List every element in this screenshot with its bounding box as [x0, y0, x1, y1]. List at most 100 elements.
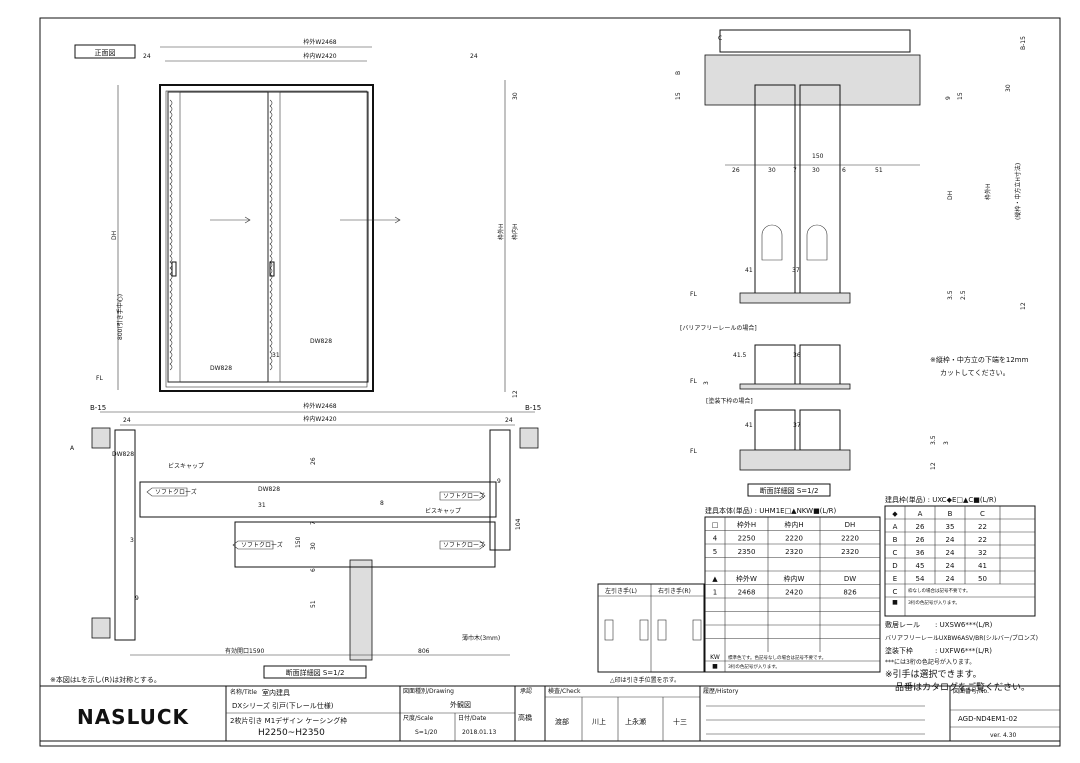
date-value: 2018.01.13	[462, 729, 497, 736]
screw-cap-label: ビスキャップ	[168, 462, 204, 470]
dim-30: 30	[310, 542, 317, 550]
dim-b: B	[675, 71, 682, 75]
dim-3-5: 3.5	[930, 435, 937, 445]
field-label: 図面番号/No.	[953, 688, 989, 695]
body-table-title: 建具本体(単品) : UHM1E□▲NKW■(L/R)	[705, 506, 837, 515]
dim-dh: DH	[947, 191, 954, 200]
table-cell: 2320	[841, 548, 859, 556]
table-cell: 枠内W	[784, 574, 805, 583]
color-label: ■	[712, 663, 718, 670]
dim-outer-w: 枠外W2468	[303, 402, 336, 410]
cut-note: ※縦枠・中方立の下端を12mm	[930, 355, 1029, 364]
dim-30: 30	[812, 167, 820, 174]
handle-position-box: 左引き手(L) 右引き手(R) △印は引き手位置を示す。	[597, 583, 705, 684]
dim-24: 24	[470, 53, 478, 60]
table-cell: 24	[946, 549, 955, 557]
symmetry-note: ※本図はLを示し(R)は対称とする。	[50, 675, 161, 684]
dim-36: 36	[793, 352, 801, 359]
rail-label: 塗装下枠	[885, 646, 913, 655]
vertical-section: C B B-15 15 9 15 30 150 26 30 7 30 6 51 …	[675, 29, 1029, 497]
dim-15: 15	[957, 92, 964, 100]
dim-note: (縦枠・中方立H寸法)	[1014, 163, 1022, 220]
table-cell: 32	[978, 549, 987, 557]
dim-41: 41	[745, 267, 753, 274]
dim-9: 9	[945, 96, 952, 100]
dim-inner-w: 枠内W2420	[303, 52, 336, 60]
table-cell: 2250	[738, 535, 756, 543]
rail-notes: 敷居レール : UXSW6***(L/R) バリアフリーレール : UXBW6A…	[885, 620, 1038, 693]
color-label: ■	[892, 599, 898, 606]
table-cell: C	[893, 549, 898, 557]
frame-table-title: 建具枠(単品) : UXC◆E□▲C■(L/R)	[885, 495, 997, 504]
dim-outer-w: 枠外W2468	[303, 38, 336, 46]
wave-pattern	[269, 99, 273, 371]
dim-b15: B-15	[525, 404, 541, 412]
table-cell: 54	[916, 575, 925, 583]
baseboard-label: 薄巾木(3mm)	[462, 634, 500, 642]
rail-label: バリアフリーレール	[885, 635, 939, 642]
dim-b15: B-15	[90, 404, 106, 412]
color-note: 3桁の色記号が入ります。	[908, 599, 960, 606]
dim-37: 37	[792, 267, 800, 274]
table-cell: □	[712, 521, 719, 529]
table-cell: 1	[713, 589, 717, 597]
table-cell: E	[893, 575, 897, 583]
fl-mark: FL	[96, 375, 103, 382]
title-line: DXシリーズ 引戸(下レール仕様)	[232, 701, 334, 710]
door-section	[754, 84, 796, 301]
dim-b15: B-15	[1020, 36, 1027, 50]
table-cell: ◆	[892, 510, 898, 518]
table-cell: B	[893, 536, 898, 544]
middle-post	[349, 559, 373, 661]
color-note: ***には3桁の色記号が入ります。	[885, 658, 975, 666]
table-cell: 826	[843, 589, 857, 597]
field-label: 尺度/Scale	[403, 714, 433, 722]
table-cell: 2320	[785, 548, 803, 556]
dim-150: 150	[295, 536, 302, 548]
fl-mark: FL	[690, 448, 697, 455]
dim-dw-left: DW828	[210, 365, 232, 372]
field-label: 履歴/History	[703, 688, 739, 695]
table-cell: 4	[713, 535, 718, 543]
dim-12: 12	[930, 462, 937, 470]
field-label: 名称/Title	[230, 688, 257, 696]
fl-mark: FL	[690, 291, 697, 298]
screw-cap-label: ビスキャップ	[425, 507, 461, 515]
dim-3: 3	[130, 537, 134, 544]
field-label: 検査/Check	[548, 687, 581, 695]
kw-label: KW	[710, 654, 720, 661]
cut-note: カットしてください。	[940, 369, 1010, 377]
approver: 高橋	[518, 713, 532, 722]
right-handle-label: 右引き手(R)	[658, 587, 691, 595]
wave-pattern	[169, 99, 173, 371]
dim-24: 24	[143, 53, 151, 60]
table-cell: D	[892, 562, 897, 570]
dim-24: 24	[505, 417, 513, 424]
dim-opening: 有効開口1590	[225, 647, 264, 655]
rail-value: : UXFW6***(L/R)	[935, 647, 992, 655]
dim-41: 41	[745, 422, 753, 429]
frame-post-bottom-left	[91, 617, 111, 639]
dim-dw-right: DW828	[310, 338, 332, 345]
painted-sill-title: [塗装下枠の場合]	[706, 397, 753, 405]
checker: 渡部	[555, 717, 569, 726]
left-handle-label: 左引き手(L)	[605, 587, 637, 595]
dim-104: 104	[515, 518, 522, 530]
rail-label: 敷居レール	[885, 620, 920, 629]
door-frame	[159, 84, 374, 392]
dim-9: 9	[135, 595, 139, 602]
color-note: 3桁の色記号が入ります。	[728, 663, 780, 670]
dim-outer-h: 枠外H	[497, 223, 505, 240]
plan-section: B-15 B-15 枠外W2468 枠内W2420 24 24 A DW828 …	[70, 402, 541, 679]
sheet-border	[39, 17, 1061, 747]
front-view: 正面図 枠外W2468 枠内W2420 24 24 DH 800(引き手中心) …	[74, 38, 519, 398]
handle-note: △印は引き手位置を示す。	[610, 676, 680, 684]
kw-note: 標準色です。色記号なしの場合は記号不要です。	[728, 654, 826, 661]
table-cell: DW	[844, 575, 856, 583]
dim-3: 3	[703, 381, 710, 385]
table-cell: 41	[978, 562, 987, 570]
dim-dw: DW828	[258, 486, 280, 493]
dim-inner-h: 枠内H	[511, 223, 519, 240]
